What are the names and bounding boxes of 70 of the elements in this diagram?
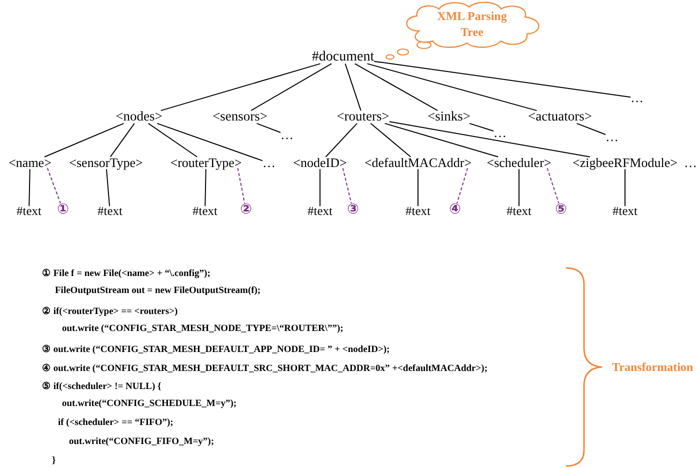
ellipsis: … — [262, 156, 276, 170]
tree-node-label: <defaultMACAddr> — [364, 156, 472, 170]
ellipsis: … — [630, 90, 644, 106]
tree-link — [624, 168, 626, 207]
tree-node-label: #text — [612, 205, 638, 219]
code-line: out.write (“CONFIG_STAR_MESH_NODE_TYPE=\“ROUTER\””); — [62, 324, 344, 334]
tree-link — [28, 168, 30, 207]
code-line: out.write(“CONFIG_SCHEDULE_M=y”); — [62, 399, 237, 410]
ellipsis: … — [606, 130, 618, 144]
tree-link — [256, 122, 281, 133]
callout-number: ② — [240, 202, 252, 218]
tree-link — [518, 168, 520, 207]
ellipsis: … — [494, 126, 506, 140]
tree-link — [44, 122, 124, 158]
tree-node-label: #text — [506, 205, 532, 219]
callout-number: ③ — [347, 202, 359, 218]
code-line: ② if(<routerType> == <routers>) — [42, 306, 178, 317]
tree-node-label: #text — [308, 205, 332, 219]
tree-link — [354, 63, 438, 112]
tree-link — [576, 122, 606, 135]
tree-node-label: #text — [192, 205, 218, 219]
code-line: out.write(“CONFIG_FIFO_M=y”); — [69, 437, 214, 448]
code-line: ③ out.write (“CONFIG_STAR_MESH_DEFAULT_APP_NODE_ID= ” + <nodeID>); — [42, 344, 390, 355]
code-line: FileOutputStream out = new FileOutputStream(f); — [55, 286, 261, 296]
tree-link — [468, 122, 494, 132]
tree-link — [344, 63, 362, 112]
tree-link — [366, 63, 538, 112]
tree-link — [106, 168, 110, 207]
tree-node-label: #text — [406, 205, 430, 219]
code-line: ⑤ if(<scheduler> != NULL) { — [42, 380, 162, 392]
tree-link — [325, 122, 358, 158]
tree-node-label: <sensorType> — [69, 156, 143, 170]
tree-node-label: <actuators> — [528, 110, 592, 124]
tree-node-label: <zigbeeRFModule> — [572, 156, 678, 170]
callout-number: ① — [57, 202, 69, 218]
tree-node-label: #text — [16, 205, 42, 219]
tree-link — [388, 121, 590, 158]
tree-link — [110, 122, 135, 158]
tree-link — [148, 122, 198, 158]
leader-line — [456, 168, 468, 204]
tree-node-label: <sensors> — [212, 110, 268, 124]
tree-link — [160, 63, 321, 112]
code-line: if (<scheduler> == “FIFO”); — [58, 418, 174, 428]
code-line: ① File f = new File(<name> + “\.config”); — [42, 268, 210, 279]
code-line: ④ out.write (“CONFIG_STAR_MESH_DEFAULT_SRC_SHORT_MAC_ADDR=0x” +<defaultMACAddr>); — [42, 362, 488, 374]
tree-link — [370, 122, 412, 158]
tree-node-label: <name> — [8, 156, 52, 170]
callout-number: ⑤ — [555, 202, 567, 218]
tree-link — [156, 122, 263, 162]
tree-link — [374, 60, 631, 98]
code-line: } — [52, 456, 56, 466]
callout-number: ④ — [449, 202, 461, 218]
leader-line — [546, 168, 560, 204]
leader-line — [46, 168, 61, 204]
tree-node-label: <routers> — [336, 110, 390, 124]
ellipsis: … — [280, 128, 294, 142]
tree-node-label: <routerType> — [170, 156, 242, 170]
tree-node-label: <sinks> — [428, 110, 470, 124]
brace-label: Transformation — [612, 360, 694, 375]
tree-node-label: <nodeID> — [293, 156, 347, 170]
tree-node-label: <nodes> — [116, 110, 162, 124]
ellipsis: … — [684, 155, 697, 171]
tree-node-label: #text — [98, 205, 122, 219]
leader-line — [342, 168, 352, 204]
tree-node-label: <scheduler> — [486, 156, 552, 170]
tree-link — [250, 63, 332, 112]
tree-link — [204, 168, 206, 207]
tree-link — [384, 122, 499, 158]
tree-node-label: #document — [312, 49, 374, 65]
leader-line — [237, 168, 246, 204]
